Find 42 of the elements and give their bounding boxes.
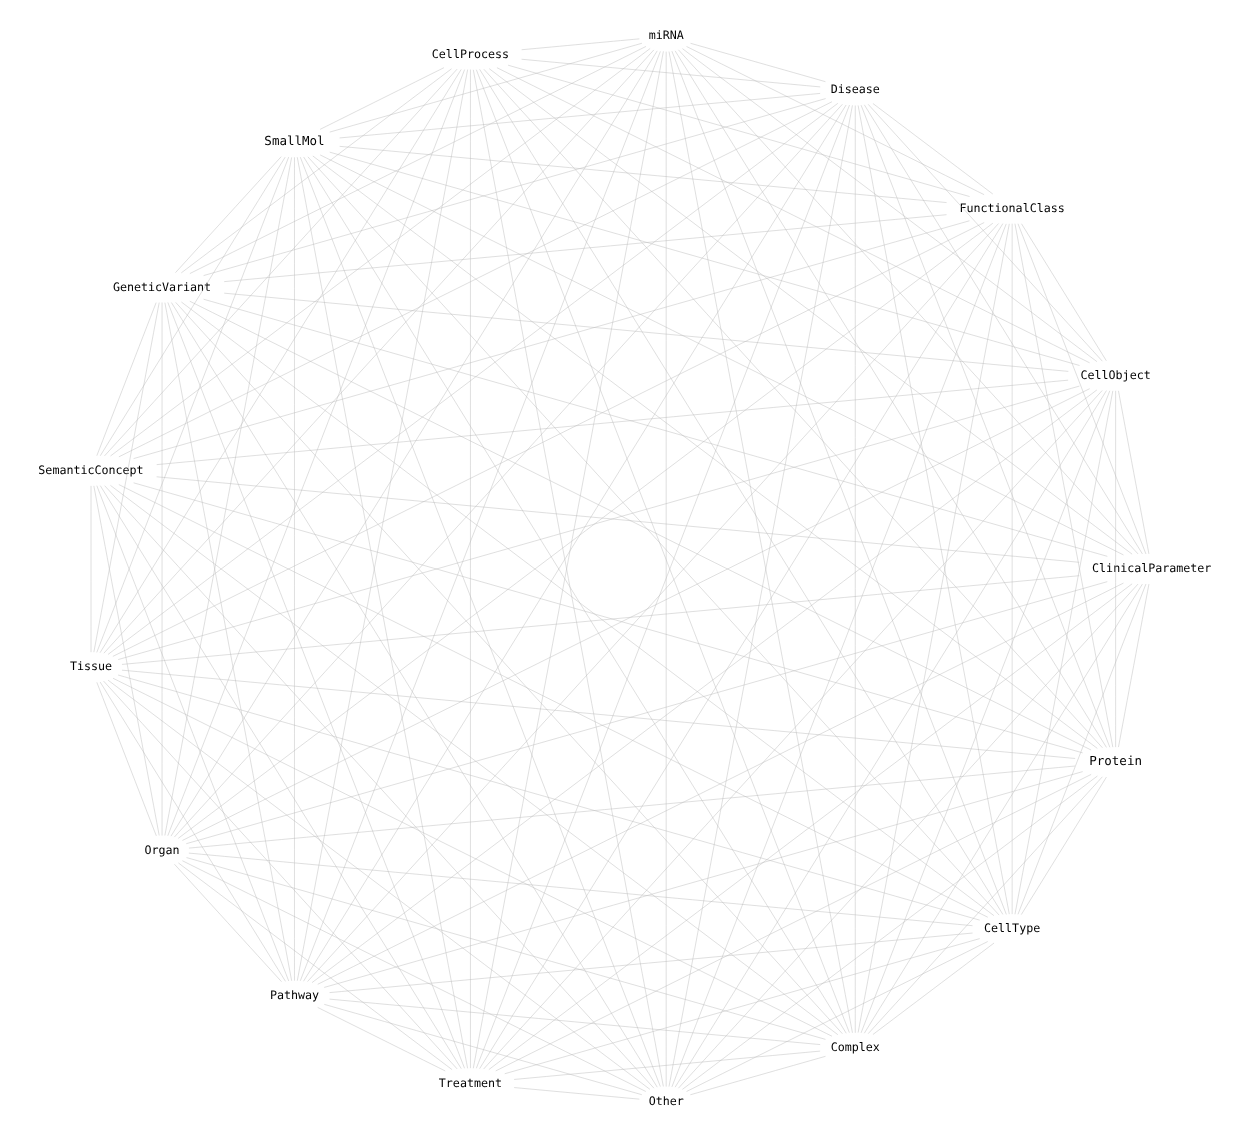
connector — [107, 679, 651, 1090]
connector — [678, 583, 1139, 1089]
connector — [479, 223, 1004, 1069]
connector — [299, 51, 661, 982]
connector — [299, 156, 661, 1087]
connector — [317, 582, 1124, 985]
connector — [671, 223, 1007, 1088]
connector — [483, 390, 1103, 1070]
connector — [682, 48, 1098, 362]
connector — [479, 69, 1004, 915]
connector — [483, 68, 1103, 749]
connector — [170, 50, 658, 837]
connector — [678, 49, 1139, 555]
connector — [682, 775, 1098, 1090]
connector — [182, 860, 647, 1092]
connector — [686, 46, 985, 195]
connector — [117, 674, 981, 921]
connector — [686, 941, 989, 1092]
connector — [186, 857, 826, 1040]
connector — [319, 154, 1124, 556]
connector — [189, 46, 647, 274]
connector — [104, 485, 655, 1089]
connector — [107, 102, 839, 655]
connector — [507, 64, 970, 197]
connector — [495, 774, 1092, 1072]
connector — [112, 677, 833, 1037]
connector — [203, 98, 826, 276]
connector — [118, 484, 989, 918]
connector — [118, 101, 833, 458]
connector — [323, 771, 1083, 988]
connector — [488, 583, 1133, 1070]
connector — [311, 389, 1098, 983]
connector — [110, 485, 839, 1036]
connector — [103, 49, 655, 654]
connector — [671, 50, 1007, 915]
connector — [110, 48, 651, 457]
connector — [496, 67, 1090, 364]
connector — [167, 302, 465, 1069]
connector — [312, 155, 1098, 749]
connector — [488, 68, 1133, 555]
connector — [504, 938, 981, 1075]
connector — [99, 485, 462, 1069]
